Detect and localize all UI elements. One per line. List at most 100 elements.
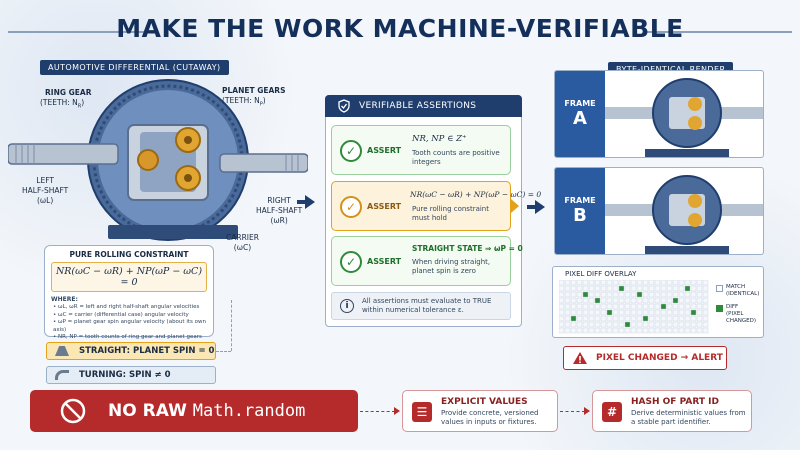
assertions-footer: i All assertions must evaluate to TRUE w… [331, 292, 511, 320]
match-pixel [690, 291, 697, 298]
match-pixel [582, 327, 589, 334]
match-pixel [696, 297, 703, 304]
pixel-alert: PIXEL CHANGED → ALERT [563, 346, 727, 370]
match-pixel [678, 291, 685, 298]
diff-pixel [570, 315, 577, 322]
match-pixel [696, 309, 703, 316]
title-rule-right [645, 31, 792, 33]
match-pixel [559, 321, 565, 328]
match-pixel [612, 309, 619, 316]
match-pixel [594, 291, 601, 298]
match-pixel [594, 309, 601, 316]
match-pixel [648, 297, 655, 304]
match-pixel [666, 327, 673, 334]
match-pixel [696, 327, 703, 334]
match-pixel [696, 280, 703, 286]
constraint-equation: NR(ωC − ωR) + NP(ωP − ωC) = 0 [51, 262, 207, 292]
pixel-alert-text: PIXEL CHANGED → ALERT [596, 353, 723, 363]
match-pixel [618, 280, 625, 286]
dashed-connector [560, 411, 585, 412]
match-pixel [594, 315, 601, 322]
match-pixel [564, 285, 571, 292]
match-pixel [576, 291, 583, 298]
match-pixel [696, 315, 703, 322]
match-pixel [624, 291, 631, 298]
match-pixel [570, 297, 577, 304]
match-pixel [630, 297, 637, 304]
assertion-card: ✓ ASSERT NR, NP ∈ Z⁺ Tooth counts are po… [331, 125, 511, 175]
match-pixel [624, 303, 631, 310]
match-pixel [660, 280, 667, 286]
pixel-diff-overlay: PIXEL DIFF OVERLAY MATCH(IDENTICAL) DIFF… [552, 266, 764, 338]
frame-a-tab: FRAME A [555, 71, 605, 157]
match-pixel [684, 280, 691, 286]
match-pixel [612, 297, 619, 304]
clipboard-icon: ☰ [412, 402, 432, 422]
match-pixel [672, 315, 679, 322]
match-pixel [559, 291, 565, 298]
match-pixel [648, 303, 655, 310]
assert-label: ASSERT [367, 257, 402, 266]
match-pixel [636, 303, 643, 310]
diff-pixel [660, 303, 667, 310]
match-pixel [612, 327, 619, 334]
match-pixel [576, 315, 583, 322]
dashed-connector [360, 411, 395, 412]
match-pixel [582, 285, 589, 292]
diff-pixel [618, 285, 625, 292]
match-pixel [624, 315, 631, 322]
prohibited-icon [60, 398, 86, 424]
match-pixel [636, 297, 643, 304]
match-pixel [606, 315, 613, 322]
hash-part-id-desc: Derive deterministic values from a stabl… [631, 409, 746, 426]
title-rule-left [8, 31, 158, 33]
constraint-title: PURE ROLLING CONSTRAINT [69, 250, 189, 259]
where-list: • ωL, ωR = left and right half-shaft ang… [53, 304, 213, 342]
match-pixel [618, 327, 625, 334]
match-pixel [678, 315, 685, 322]
match-pixel [660, 309, 667, 316]
match-pixel [666, 321, 673, 328]
match-pixel [702, 297, 709, 304]
match-pixel [600, 327, 607, 334]
match-pixel [564, 303, 571, 310]
match-pixel [666, 303, 673, 310]
assert-description: Pure rolling constraint must hold [412, 205, 489, 222]
match-pixel [618, 309, 625, 316]
arrow-right-icon [394, 407, 400, 415]
match-pixel [618, 297, 625, 304]
match-pixel [672, 309, 679, 316]
assertions-footer-text: All assertions must evaluate to TRUE wit… [362, 297, 492, 314]
match-pixel [600, 285, 607, 292]
right-half-shaft-label: RIGHT HALF-SHAFT (ωR) [256, 196, 303, 225]
match-pixel [564, 321, 571, 328]
match-pixel [582, 280, 589, 286]
match-pixel [702, 280, 709, 286]
match-pixel [702, 285, 709, 292]
shield-check-icon [338, 99, 350, 113]
match-pixel [612, 285, 619, 292]
match-pixel [702, 327, 709, 334]
frame-a-render [605, 78, 763, 157]
match-pixel [666, 309, 673, 316]
match-pixel [600, 291, 607, 298]
match-pixel [606, 297, 613, 304]
match-pixel [630, 315, 637, 322]
match-pixel [672, 303, 679, 310]
connector-dashed [216, 351, 231, 352]
explicit-values-card: ☰ EXPLICIT VALUES Provide concrete, vers… [402, 390, 558, 432]
match-pixel [612, 315, 619, 322]
match-pixel [636, 321, 643, 328]
match-pixel [594, 321, 601, 328]
match-pixel [612, 291, 619, 298]
diff-pixel [672, 297, 679, 304]
match-pixel [684, 321, 691, 328]
match-pixel [564, 327, 571, 334]
diff-pixel [690, 309, 697, 316]
match-pixel [648, 280, 655, 286]
match-pixel [660, 321, 667, 328]
match-pixel [624, 285, 631, 292]
assertion-card: ✓ ASSERT NR(ωC − ωR) + NP(ωP − ωC) = 0 P… [331, 181, 541, 231]
match-pixel [648, 309, 655, 316]
match-pixel [576, 327, 583, 334]
